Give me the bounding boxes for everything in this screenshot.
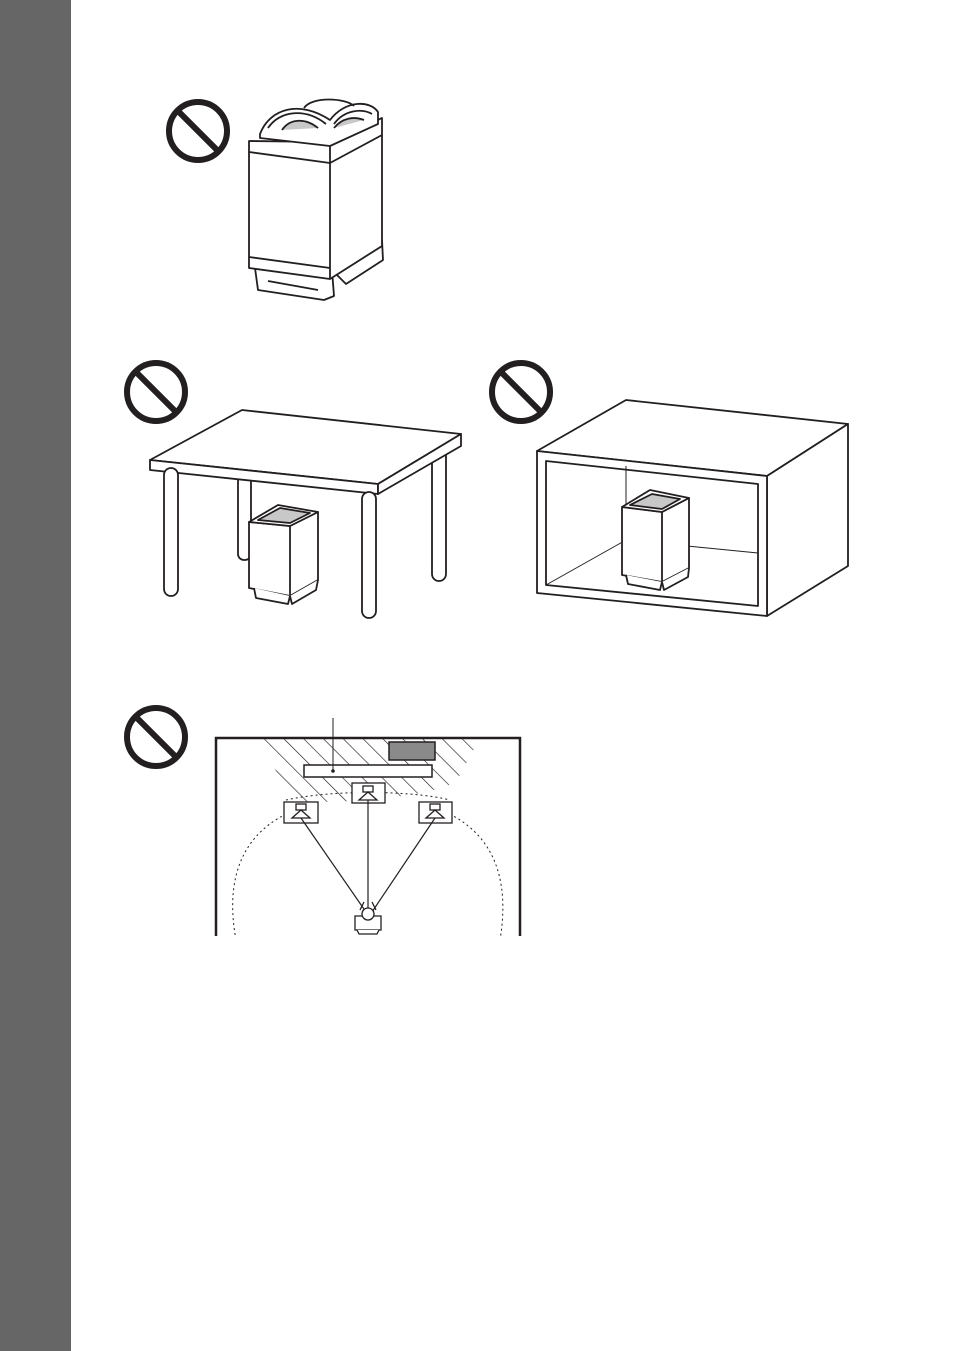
- subwoofer-icon: [622, 490, 689, 590]
- speaker-icon: [284, 802, 318, 823]
- illustration-subwoofer-under-table: [127, 363, 461, 618]
- prohibition-icon: [169, 102, 227, 160]
- room-diagram: [216, 718, 520, 940]
- tv-icon: [389, 742, 435, 760]
- illustration-room-layout: [127, 708, 520, 940]
- cabinet-icon: [537, 400, 848, 616]
- subwoofer-icon: [249, 505, 318, 604]
- prohibition-icon: [127, 363, 185, 421]
- illustration-subwoofer-covered: [169, 100, 383, 301]
- prohibition-icon: [127, 708, 185, 766]
- illustration-subwoofer-in-cabinet: [492, 363, 848, 616]
- subwoofer-icon: [249, 100, 383, 301]
- speaker-icon: [419, 802, 452, 823]
- prohibition-icon: [492, 363, 550, 421]
